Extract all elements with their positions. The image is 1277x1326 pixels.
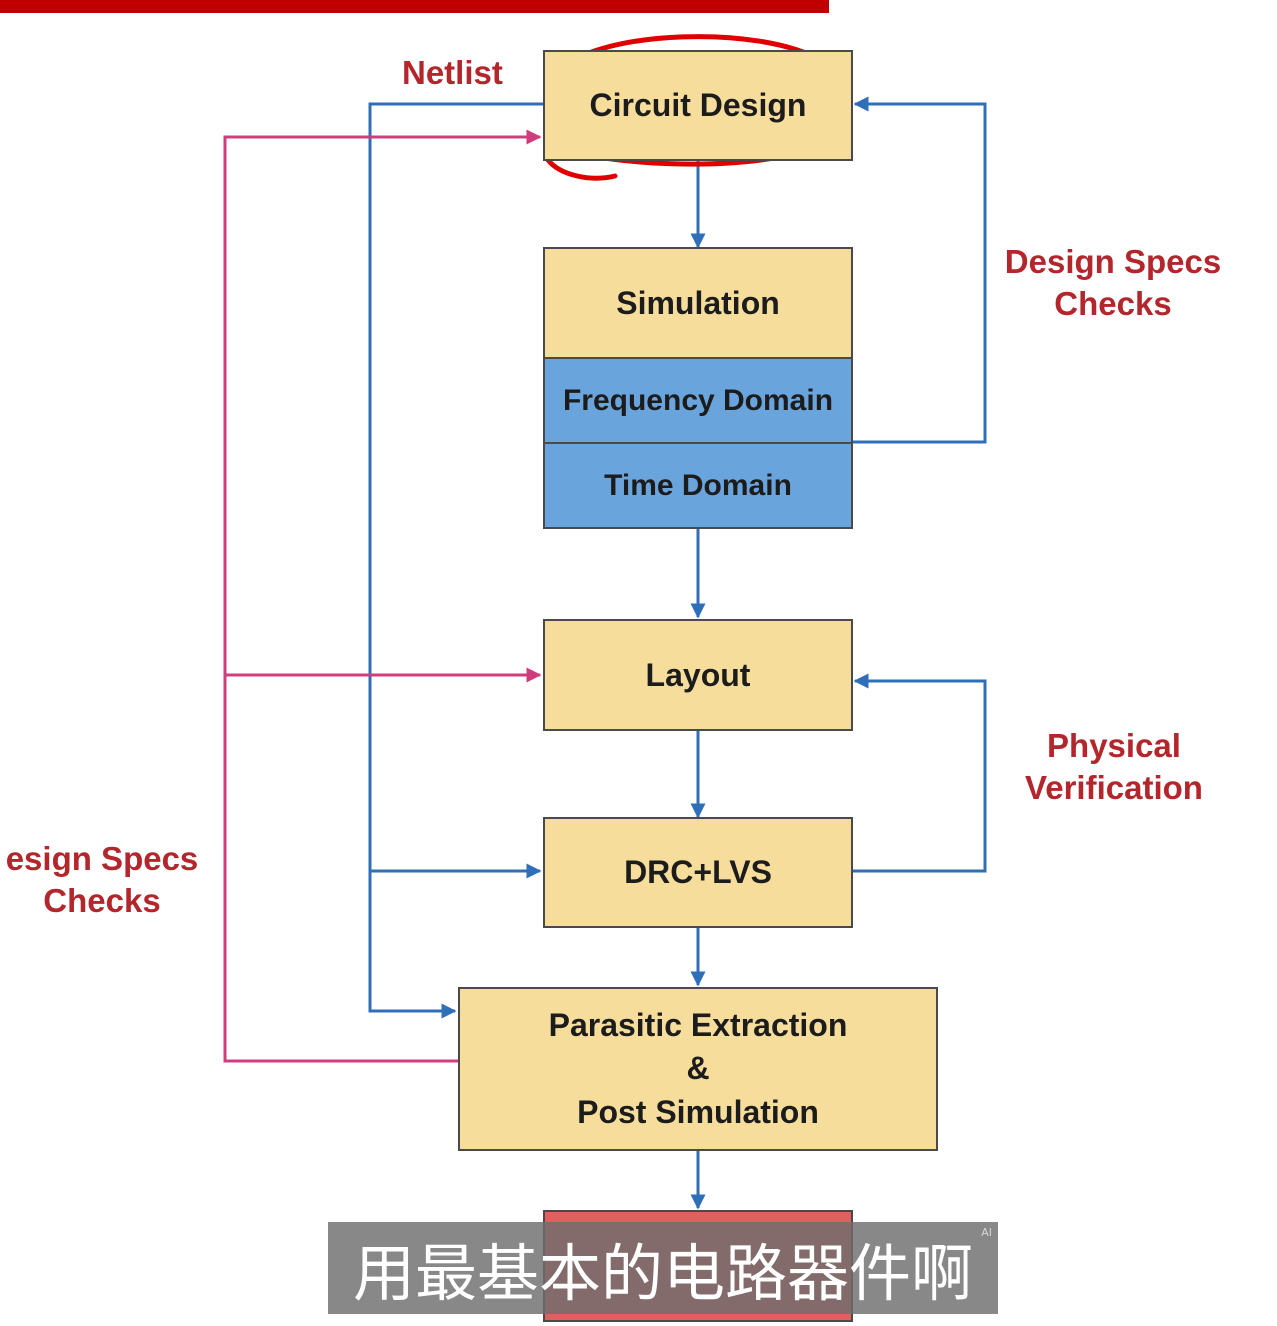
parasitic-extraction-box: Parasitic Extraction & Post Simulation [458,987,938,1151]
video-subtitle: 用最基本的电路器件啊 AI [328,1222,998,1314]
circuit-design-label: Circuit Design [589,87,807,123]
frequency-domain-label: Frequency Domain [562,383,834,417]
frequency-domain-box: Frequency Domain [543,357,853,444]
physical-verification-loop [852,673,987,873]
design-specs-feedback-loop [852,96,987,444]
parasitic-line-2: & [686,1050,710,1087]
ai-badge: AI [981,1226,992,1239]
layout-box: Layout [543,619,853,731]
subtitle-text: 用最基本的电路器件啊 [352,1237,973,1310]
parasitic-line-1: Parasitic Extraction [548,1007,848,1044]
drc-lvs-box: DRC+LVS [543,817,853,928]
netlist-bus-to-parasitic [368,102,543,1019]
layout-label: Layout [645,656,751,693]
simulation-box: Simulation [543,247,853,359]
physical-verification-label: Physical Verification [1025,727,1203,807]
netlist-label: Netlist [402,54,503,91]
design-specs-checks-right-label: Design Specs Checks [1004,243,1222,323]
parasitic-line-3: Post Simulation [577,1093,819,1130]
pink-bus-to-circuit [223,129,542,1063]
simulation-label: Simulation [616,284,780,321]
drc-lvs-label: DRC+LVS [624,854,772,890]
time-domain-label: Time Domain [604,468,792,502]
circuit-design-box: Circuit Design [543,50,853,161]
design-specs-checks-left-label: esign Specs Checks [5,840,199,920]
top-red-bar [0,0,829,13]
time-domain-box: Time Domain [543,442,853,529]
